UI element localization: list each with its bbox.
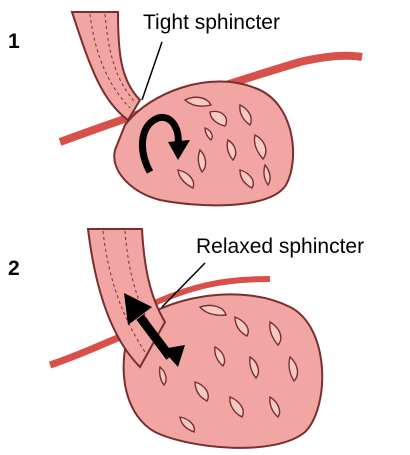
panel-number: 2 [8,257,20,281]
sphincter-label: Tight sphincter [143,11,280,35]
sphincter-label: Relaxed sphincter [196,235,364,259]
label-pointer [142,42,162,100]
diagram-panel-1: 1 Tight sphincter [0,0,410,227]
blood-vessel-left [50,335,125,365]
stomach-illustration-relaxed [0,227,410,455]
panel-number: 1 [8,30,20,54]
diagram-panel-2: 2 Relaxed sphincter [0,227,410,455]
